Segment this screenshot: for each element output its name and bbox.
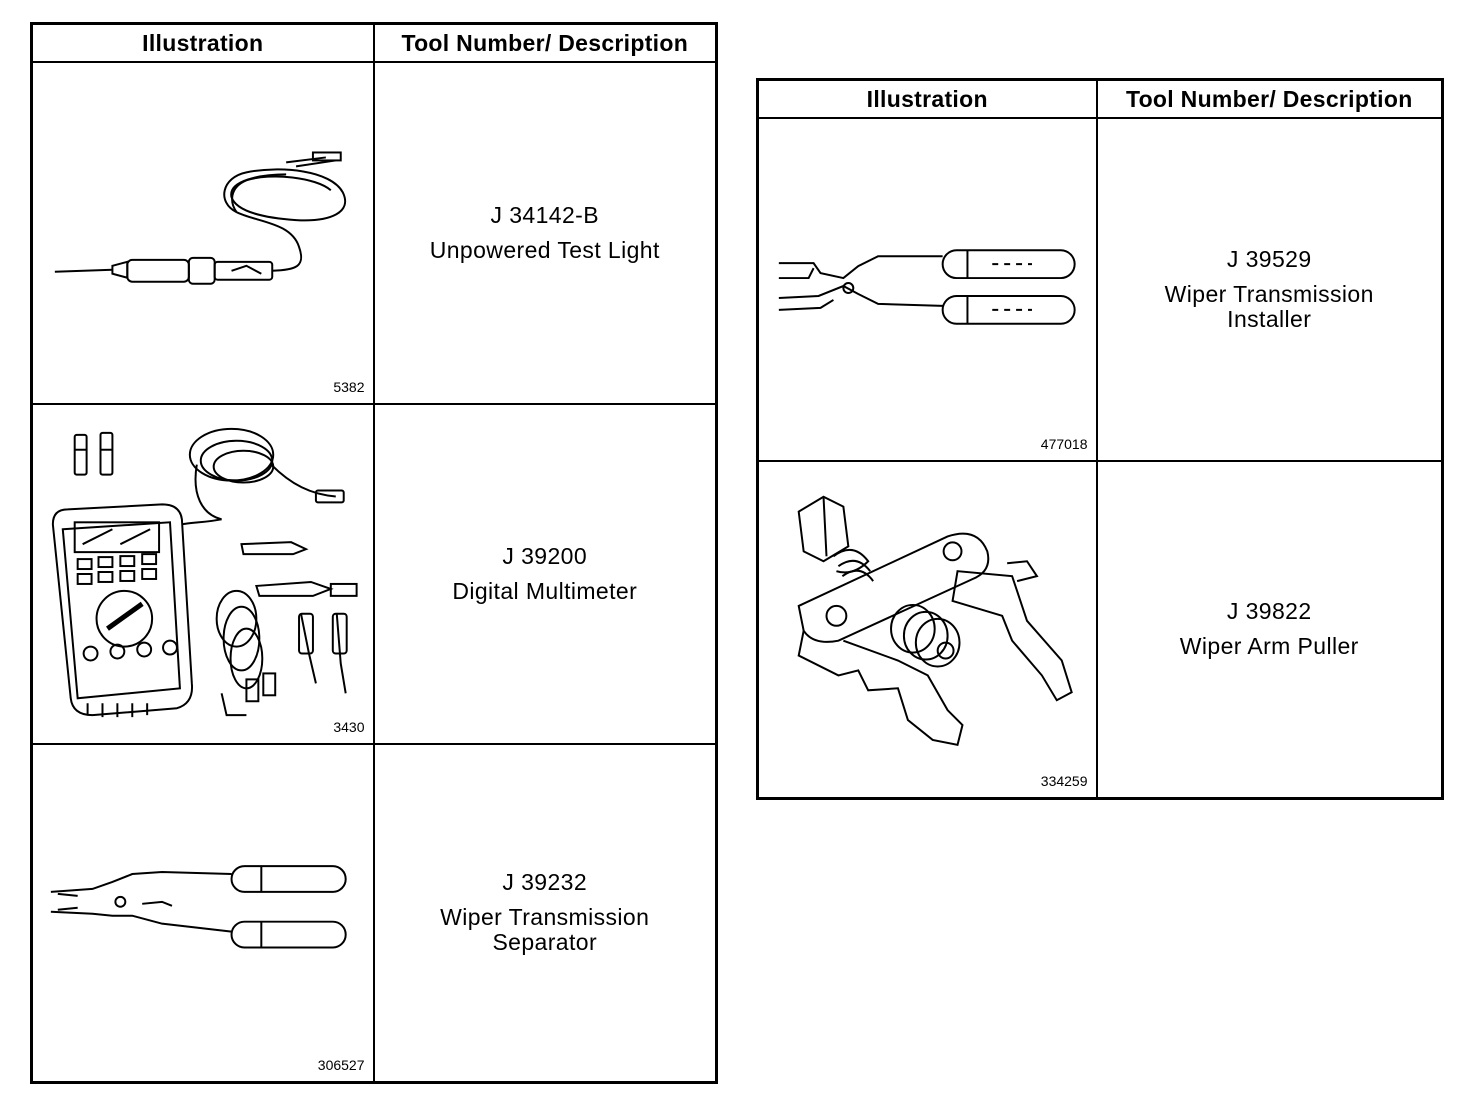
tool-description: Wiper Transmission Separator — [440, 904, 650, 956]
table-row: 3430 J 39200 Digital Multimeter — [30, 403, 718, 745]
table-row: 334259 J 39822 Wiper Arm Puller — [756, 460, 1444, 799]
description-cell: J 39232 Wiper Transmission Separator — [372, 743, 718, 1083]
tool-number: J 39200 — [502, 543, 588, 569]
illustration-cell: 5382 — [30, 61, 375, 405]
illustration-cell: 306527 — [30, 743, 375, 1083]
figure-number: 3430 — [333, 719, 365, 735]
illustration-cell: 334259 — [756, 460, 1098, 799]
header-illustration: Illustration — [756, 78, 1098, 119]
table-row: 477018 J 39529 Wiper Transmission Instal… — [756, 117, 1444, 462]
figure-number: 5382 — [333, 379, 365, 395]
arm-puller-icon — [797, 495, 1073, 747]
tool-description: Wiper Transmission Installer — [1164, 281, 1374, 332]
header-tool-number-description: Tool Number/ Description — [372, 22, 718, 63]
description-cell: J 39822 Wiper Arm Puller — [1095, 460, 1444, 799]
tool-number: J 34142-B — [490, 202, 599, 228]
multimeter-icon — [51, 427, 358, 718]
test-light-icon — [54, 151, 347, 285]
tool-number: J 39529 — [1226, 246, 1312, 272]
illustration-cell: 3430 — [30, 403, 375, 745]
tool-description: Unpowered Test Light — [429, 237, 660, 263]
tool-table-left: Illustration Tool Number/ Description — [30, 22, 718, 1084]
figure-number: 334259 — [1040, 772, 1088, 789]
table-row: 306527 J 39232 Wiper Transmission Separa… — [30, 743, 718, 1083]
table-header-row: Illustration Tool Number/ Description — [30, 22, 718, 63]
pliers-separator-icon — [50, 865, 347, 949]
tool-number: J 39822 — [1226, 598, 1312, 625]
pliers-installer-icon — [778, 249, 1076, 325]
description-cell: J 34142-B Unpowered Test Light — [372, 61, 718, 405]
figure-number: 306527 — [317, 1056, 365, 1073]
tool-description: Wiper Arm Puller — [1179, 633, 1359, 660]
table-row: 5382 J 34142-B Unpowered Test Light — [30, 61, 718, 405]
header-illustration: Illustration — [30, 22, 375, 63]
tool-description: Digital Multimeter — [452, 578, 638, 604]
header-tool-number-description: Tool Number/ Description — [1095, 78, 1444, 119]
description-cell: J 39200 Digital Multimeter — [372, 403, 718, 745]
tool-number: J 39232 — [502, 869, 588, 896]
table-header-row: Illustration Tool Number/ Description — [756, 78, 1444, 119]
description-cell: J 39529 Wiper Transmission Installer — [1095, 117, 1444, 462]
illustration-cell: 477018 — [756, 117, 1098, 462]
tool-table-right: Illustration Tool Number/ Description — [756, 78, 1444, 800]
figure-number: 477018 — [1040, 436, 1088, 452]
